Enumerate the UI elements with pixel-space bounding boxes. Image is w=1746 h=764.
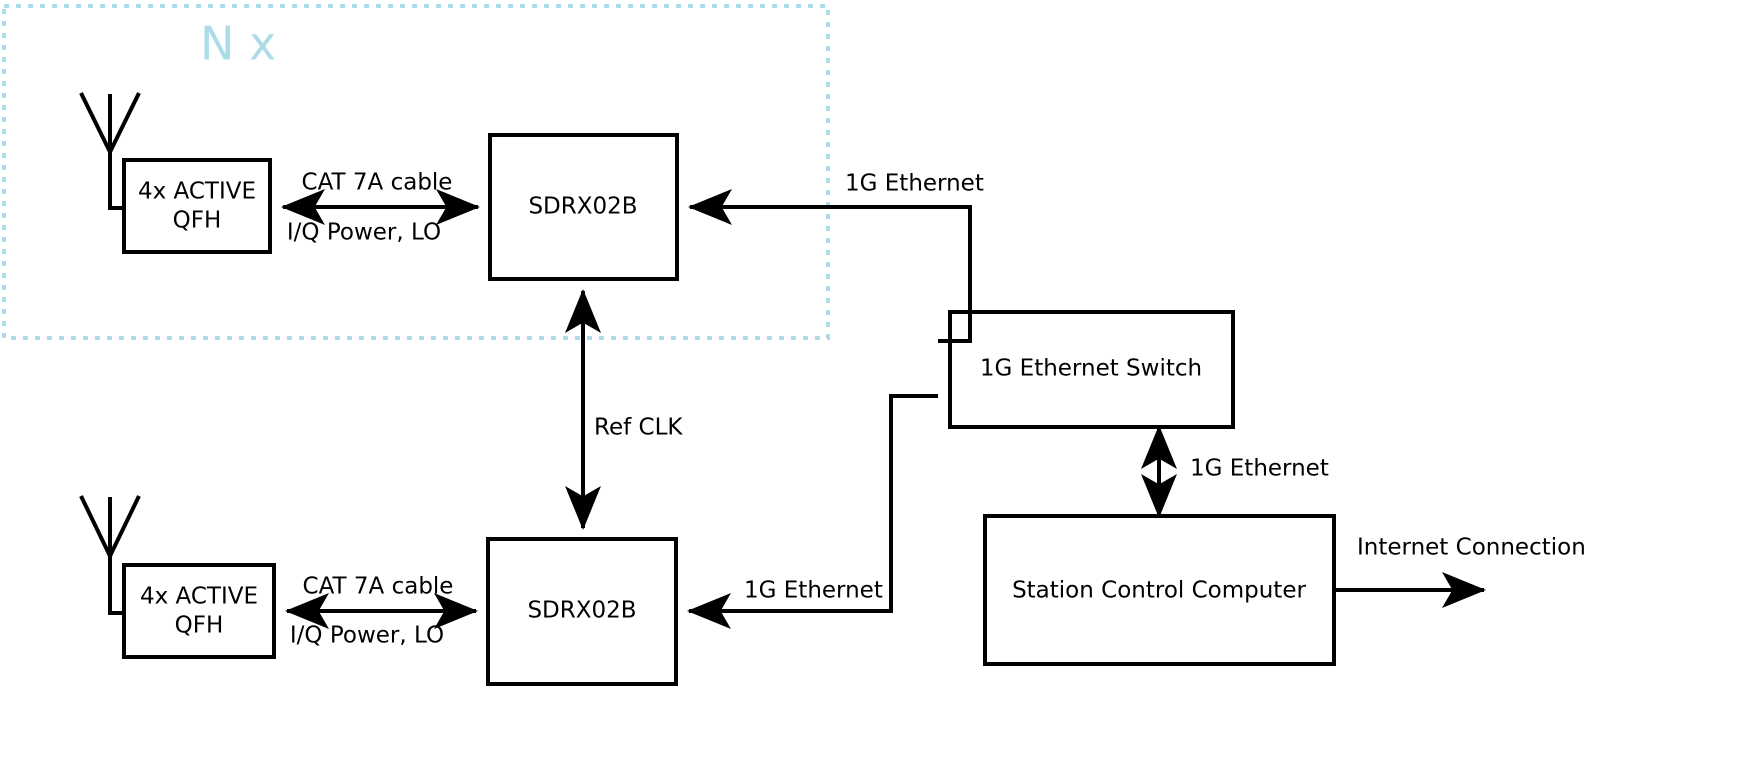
box-qfh-top-label-line1: 4x ACTIVE xyxy=(138,179,256,205)
edge-label-ethernet-switch-computer: 1G Ethernet xyxy=(1190,456,1329,482)
box-qfh-top[interactable]: 4x ACTIVE QFH xyxy=(122,158,272,254)
box-sdrx02b-bottom[interactable]: SDRX02B xyxy=(486,537,678,686)
box-station-control-computer[interactable]: Station Control Computer xyxy=(983,514,1336,666)
antenna-top-icon xyxy=(79,92,141,210)
nx-group-boundary xyxy=(2,4,830,340)
edge-label-iq-bottom: I/Q Power, LO xyxy=(290,623,444,649)
box-qfh-bottom-label-line1: 4x ACTIVE xyxy=(140,584,258,610)
edge-label-cat7a-bottom: CAT 7A cable xyxy=(303,574,454,600)
box-sdrx02b-bottom-label: SDRX02B xyxy=(527,598,636,624)
box-qfh-top-label-line2: QFH xyxy=(173,208,222,234)
edge-label-ethernet-bottom: 1G Ethernet xyxy=(744,578,883,604)
edge-label-ref-clk: Ref CLK xyxy=(594,415,683,441)
edge-label-ethernet-top: 1G Ethernet xyxy=(845,171,984,197)
box-ethernet-switch[interactable]: 1G Ethernet Switch xyxy=(948,310,1235,429)
box-sdrx02b-top[interactable]: SDRX02B xyxy=(488,133,679,281)
edge-qfh-sdr-top: CAT 7A cable I/Q Power, LO xyxy=(281,170,480,246)
box-sdrx02b-top-label: SDRX02B xyxy=(528,194,637,220)
edge-label-internet-connection: Internet Connection xyxy=(1357,535,1586,561)
edge-label-cat7a-top: CAT 7A cable xyxy=(302,170,453,196)
box-ethernet-switch-label: 1G Ethernet Switch xyxy=(980,356,1202,382)
edge-ref-clk: Ref CLK xyxy=(565,289,683,530)
edge-internet-connection: Internet Connection xyxy=(1334,535,1586,608)
edge-label-iq-top: I/Q Power, LO xyxy=(287,220,441,246)
box-qfh-bottom-label-line2: QFH xyxy=(175,613,224,639)
edge-ethernet-top: 1G Ethernet xyxy=(688,171,984,343)
edge-qfh-sdr-bottom: CAT 7A cable I/Q Power, LO xyxy=(285,574,478,649)
edge-switch-computer: 1G Ethernet xyxy=(1141,425,1329,518)
box-qfh-bottom[interactable]: 4x ACTIVE QFH xyxy=(122,563,276,659)
box-station-control-computer-label: Station Control Computer xyxy=(1012,578,1306,604)
edge-ethernet-bottom: 1G Ethernet xyxy=(687,394,938,629)
nx-group-title: N x xyxy=(200,17,276,71)
antenna-bottom-icon xyxy=(79,495,141,615)
